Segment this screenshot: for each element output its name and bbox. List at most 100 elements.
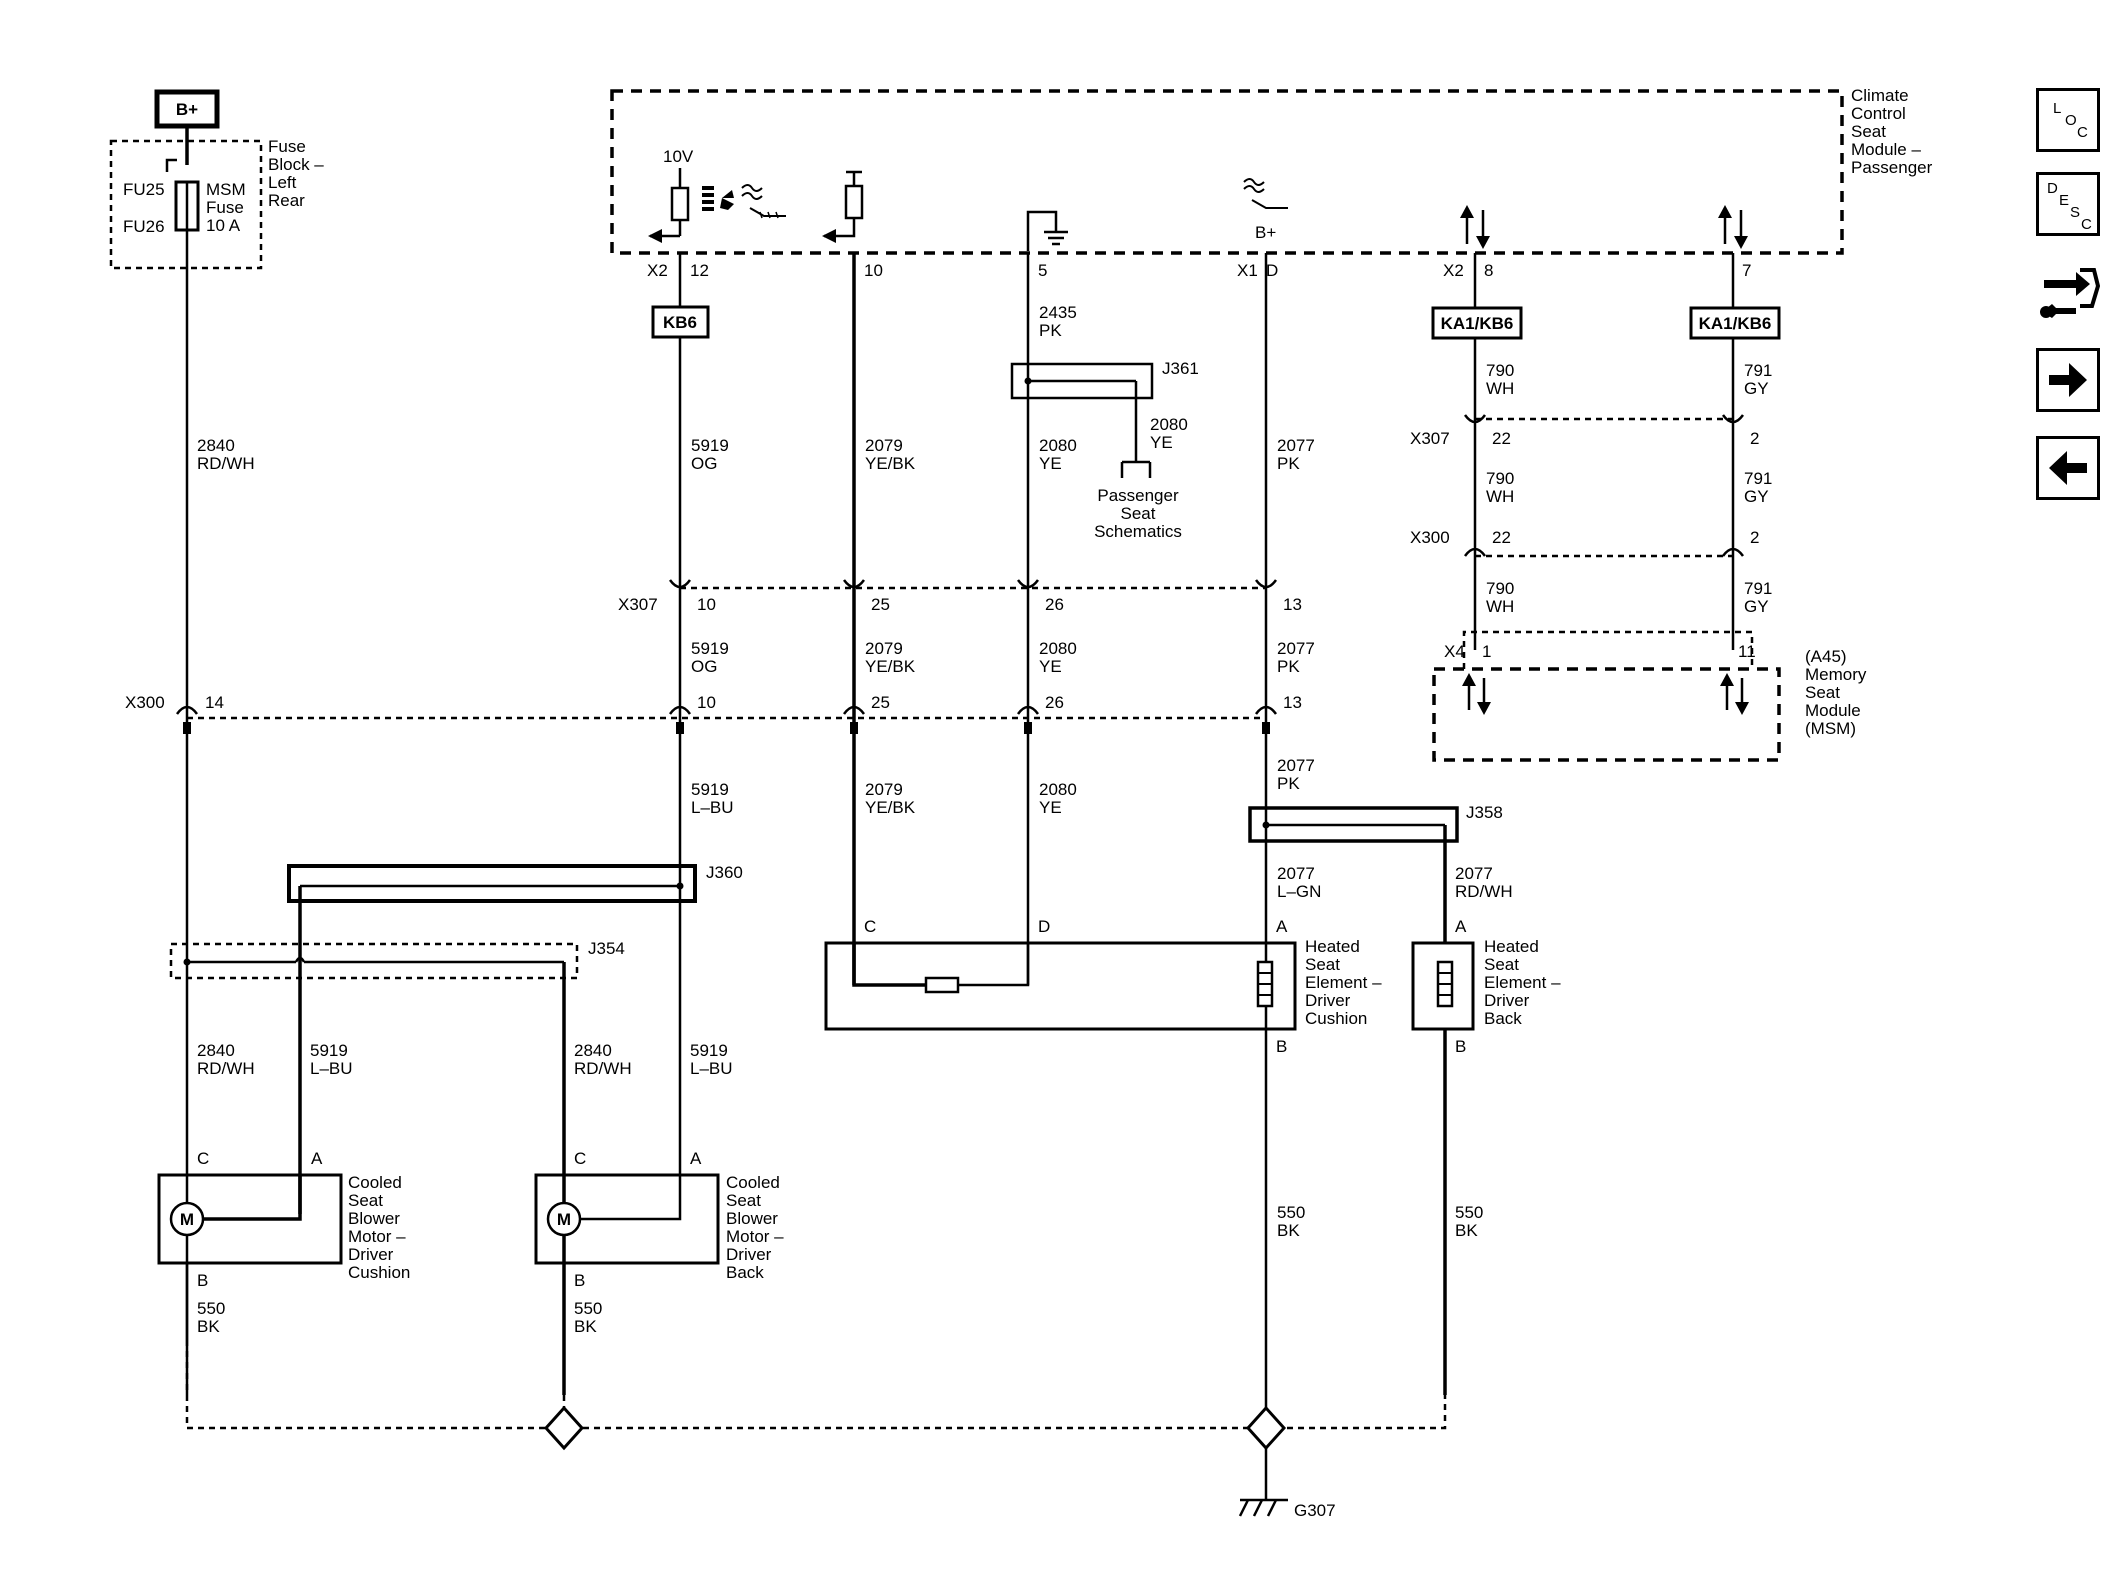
previous-page-button[interactable] xyxy=(2036,436,2100,500)
wire-number: 2077 xyxy=(1277,864,1315,883)
connector-wrench-icon xyxy=(2040,268,2101,318)
heated-seat-element-back: A B Heated Seat Element – Driver Back xyxy=(1411,917,1561,1395)
wire-number: 2079 xyxy=(865,780,903,799)
pin-label: 25 xyxy=(871,693,890,712)
next-page-button[interactable] xyxy=(2036,348,2100,412)
seat-heater-icon xyxy=(1243,178,1288,209)
wire-number: 790 xyxy=(1486,579,1514,598)
component-label: Cooled xyxy=(348,1173,402,1192)
wire-number: 2840 xyxy=(197,1041,235,1060)
pin-label: 13 xyxy=(1283,693,1302,712)
splice-j361: J361 2080 YE Passenger Seat Schematics xyxy=(1010,359,1199,541)
wire-number: 2077 xyxy=(1455,864,1493,883)
motor-icon: M xyxy=(557,1210,571,1229)
connector-label: X307 xyxy=(1410,429,1450,448)
wire-color: WH xyxy=(1486,487,1514,506)
component-label: Blower xyxy=(348,1209,400,1228)
wire-color: BK xyxy=(197,1317,220,1336)
wire-number: 5919 xyxy=(691,639,729,658)
component-label: Driver xyxy=(1305,991,1351,1010)
reference-label: Passenger xyxy=(1097,486,1179,505)
wire-number: 550 xyxy=(1455,1203,1483,1222)
wire-color: YE xyxy=(1039,454,1062,473)
loc-letter: O xyxy=(2065,112,2077,129)
module-label: Memory xyxy=(1805,665,1867,684)
pin-label: C xyxy=(197,1149,209,1168)
heater-ground-wires: 550 BK 550 BK xyxy=(1277,1203,1483,1240)
connector-label: X300 xyxy=(1410,528,1450,547)
wire-number: 550 xyxy=(197,1299,225,1318)
wire-number: 790 xyxy=(1486,469,1514,488)
wire-number: 2080 xyxy=(1039,780,1077,799)
fu25-label: FU25 xyxy=(123,180,165,199)
wire-color: GY xyxy=(1744,597,1769,616)
pin-label: B xyxy=(197,1271,208,1290)
splice-label: J354 xyxy=(588,939,625,958)
connector-x300-lower: X300 14 10 25 26 13 xyxy=(125,693,1302,734)
loc-letter: C xyxy=(2077,124,2088,141)
description-button[interactable]: D E S C xyxy=(2036,172,2100,236)
wire-number: 2077 xyxy=(1277,436,1315,455)
wire-color: YE xyxy=(1039,798,1062,817)
module-label: Seat xyxy=(1851,122,1886,141)
wire-number: 791 xyxy=(1744,361,1772,380)
climate-control-seat-module: Climate Control Seat Module – Passenger … xyxy=(610,86,1933,255)
wire-color: YE xyxy=(1039,657,1062,676)
component-label: Motor – xyxy=(726,1227,784,1246)
pin-label: 26 xyxy=(1045,693,1064,712)
connector-x300-right: X300 22 2 xyxy=(1410,528,1759,558)
option-label: KA1/KB6 xyxy=(1441,314,1514,333)
fuse-block-label: Block – xyxy=(268,155,324,174)
wire-color: PK xyxy=(1277,454,1300,473)
wire-color: L–BU xyxy=(691,798,734,817)
connector-label: X2 xyxy=(1443,261,1464,280)
component-label: Back xyxy=(1484,1009,1522,1028)
heated-seat-element-cushion: C D A B Heated Seat Element – Driver Cus… xyxy=(824,917,1382,1056)
arrow-left-icon xyxy=(2049,451,2087,485)
splice-label: J358 xyxy=(1466,803,1503,822)
msm-fuse-label: MSM xyxy=(206,180,246,199)
wire-color: OG xyxy=(691,657,717,676)
module-label: Passenger xyxy=(1851,158,1933,177)
voltage-label: 10V xyxy=(663,147,694,166)
component-label: Driver xyxy=(1484,991,1530,1010)
fuse-block-label: Rear xyxy=(268,191,305,210)
b-plus-label: B+ xyxy=(176,100,198,119)
location-button[interactable]: L O C xyxy=(2036,88,2100,152)
wire-color: L–GN xyxy=(1277,882,1321,901)
wire-color: BK xyxy=(1455,1221,1478,1240)
pin-label: 25 xyxy=(871,595,890,614)
wire-color: PK xyxy=(1277,657,1300,676)
connector-view-button[interactable] xyxy=(2036,262,2101,332)
lower-left-wire-labels: 2840 RD/WH 5919 L–BU 2840 RD/WH 5919 L–B… xyxy=(197,1041,733,1078)
module-label: Module xyxy=(1805,701,1861,720)
desc-letter: E xyxy=(2059,192,2069,209)
option-label: KA1/KB6 xyxy=(1699,314,1772,333)
pin-label: C xyxy=(864,917,876,936)
pin-label: 13 xyxy=(1283,595,1302,614)
wire-color: L–BU xyxy=(310,1059,353,1078)
pin-label: 8 xyxy=(1484,261,1493,280)
motor-ground-wires: 550 BK 550 BK xyxy=(185,1263,602,1340)
wire-number: 790 xyxy=(1486,361,1514,380)
pin-label: 10 xyxy=(864,261,883,280)
pin-label: A xyxy=(1455,917,1467,936)
connector-label: X2 xyxy=(647,261,668,280)
pin-label: 12 xyxy=(690,261,709,280)
pin-label: A xyxy=(690,1149,702,1168)
pin-label: B xyxy=(1276,1037,1287,1056)
pin-label: 2 xyxy=(1750,528,1759,547)
component-label: Cushion xyxy=(348,1263,410,1282)
circuit-2840: 2840 RD/WH xyxy=(185,230,255,1395)
wire-color: OG xyxy=(691,454,717,473)
cooled-seat-blower-motor-back: M C A B Cooled Seat Blower Motor – Drive… xyxy=(534,1149,784,1290)
desc-icon: D E S C xyxy=(2047,180,2092,233)
wire-number: 2080 xyxy=(1150,415,1188,434)
splice-j358: J358 2077 L–GN 2077 RD/WH xyxy=(1248,803,1513,943)
pin-label: 1 xyxy=(1482,642,1491,661)
wire-color: YE/BK xyxy=(865,798,916,817)
pin-label: D xyxy=(1038,917,1050,936)
wire-number: 2840 xyxy=(574,1041,612,1060)
wire-number: 550 xyxy=(1277,1203,1305,1222)
